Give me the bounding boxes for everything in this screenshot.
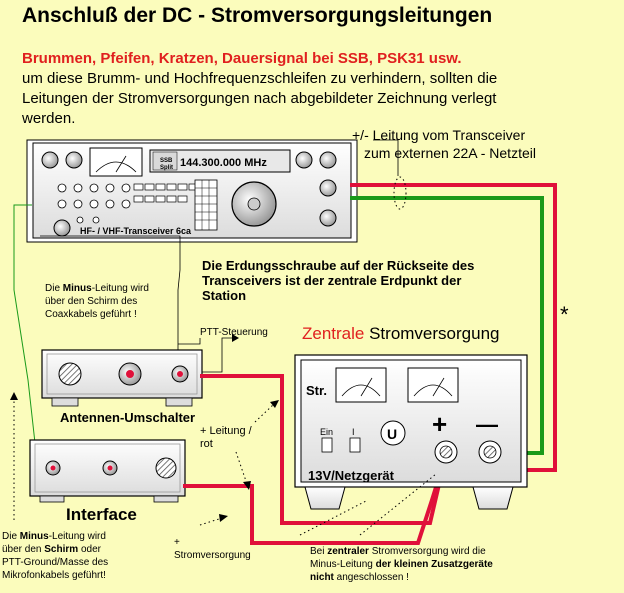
red-wire-interface [183, 454, 448, 545]
central-l3-post: angeschlossen ! [333, 572, 409, 583]
minus-coax-bold: Minus [62, 283, 92, 294]
asterisk-mark: * [560, 302, 569, 327]
page-title: Anschluß der DC - Stromversorgungsleitun… [22, 4, 493, 27]
ground-note-line-1: Die Erdungsschraube auf der Rückseite de… [202, 258, 475, 273]
ground-note: Die Erdungsschraube auf der Rückseite de… [202, 258, 474, 303]
transceiver [26, 139, 358, 243]
plus-lead-note: + Leitung / rot [200, 425, 252, 451]
minus-coax-note: Die Minus-Leitung wird über den Schirm d… [45, 282, 149, 321]
minus-mic-line-4: Mikrofonkabels geführt! [2, 570, 106, 581]
psu-plus-sign: + [432, 409, 447, 439]
mode-label-ssb: SSB [160, 158, 173, 164]
central-l1-bold: zentraler [327, 546, 369, 557]
minus-coax-pre: Die [45, 283, 63, 294]
ptt-label: PTT-Steuerung [200, 327, 268, 338]
minus-coax-line-3: Coaxkabels geführt ! [45, 309, 137, 320]
ptt-line [186, 337, 232, 373]
frequency-display: 144.300.000 MHz [180, 157, 267, 169]
minus-mic-l2-post: oder [78, 544, 101, 555]
ground-note-line-2: Transceivers ist der zentrale Erdpunkt d… [202, 273, 462, 288]
plus-supply-line-2: Stromversorgung [174, 550, 251, 561]
central-l1-pre: Bei [310, 546, 328, 557]
psu-str-label: Str. [306, 383, 327, 398]
central-supply-note: Bei zentraler Stromversorgung wird die M… [310, 545, 493, 584]
psu-switch-on-label: Ein [320, 427, 333, 437]
psu-label: 13V/Netzgerät [308, 468, 395, 483]
plus-supply-note: + Stromversorgung [174, 536, 251, 562]
plus-lead-line-1: + Leitung / [200, 425, 252, 437]
intro-line-1: um diese Brumm- und Hochfrequenzschleife… [22, 70, 498, 87]
minus-mic-line-3: PTT-Ground/Masse des [2, 557, 109, 568]
psu-title-rest: Stromversorgung [364, 324, 500, 343]
page-subtitle: Brummen, Pfeifen, Kratzen, Dauersignal b… [22, 50, 462, 67]
psu-voltage-knob-label: U [387, 426, 397, 442]
minus-mic-note: Die Minus-Leitung wird über den Schirm o… [2, 530, 108, 582]
ground-note-line-3: Station [202, 288, 247, 303]
antenna-switch [41, 349, 203, 407]
minus-mic-l2-bold: Schirm [44, 544, 79, 555]
minus-mic-l2-pre: über den [2, 544, 45, 555]
mode-label-split: Split [160, 165, 173, 171]
intro-line-3: werden. [22, 110, 76, 127]
lead-note: +/- Leitung vom Transceiver zum externen… [352, 126, 536, 162]
power-supply [294, 354, 528, 510]
central-l2-pre: Minus-Leitung [310, 559, 376, 570]
intro-line-2: Leitungen der Stromversorgungen nach abg… [22, 90, 497, 107]
minus-mic-l1-bold: Minus [19, 531, 49, 542]
lead-note-line-1: +/- Leitung vom Transceiver [352, 127, 526, 143]
minus-coax-line-2: über den Schirm des [45, 296, 138, 307]
lead-note-line-2: zum externen 22A - Netzteil [364, 145, 536, 161]
central-l3-bold: nicht [310, 572, 334, 583]
ground-line [40, 235, 181, 350]
psu-title-colored: Zentrale [302, 324, 365, 343]
interface-box [29, 439, 186, 503]
psu-minus-sign: — [476, 412, 498, 437]
plus-lead-line-2: rot [200, 438, 213, 450]
central-l1-post: Stromversorgung wird die [368, 546, 486, 557]
interface-label: Interface [66, 505, 137, 524]
transceiver-label: HF- / VHF-Transceiver 6ca [80, 226, 192, 236]
minus-mic-l1-post: -Leitung wird [48, 531, 106, 542]
antenna-switch-label: Antennen-Umschalter [60, 410, 195, 425]
plus-supply-line-1: + [174, 537, 180, 548]
minus-mic-l1-pre: Die [2, 531, 20, 542]
psu-switch-i-label: I [352, 427, 355, 437]
psu-title: Zentrale Stromversorgung [302, 324, 500, 344]
shield-line [13, 204, 37, 453]
central-l2-bold: der kleinen Zusatzgeräte [375, 559, 493, 570]
minus-coax-post: -Leitung wird [91, 283, 149, 294]
